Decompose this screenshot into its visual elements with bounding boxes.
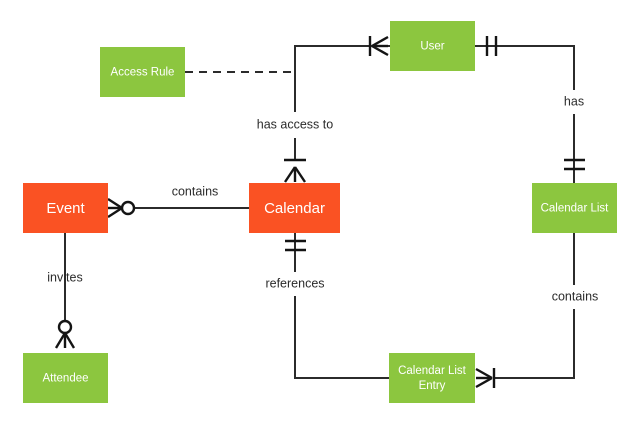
entity-calendar-list[interactable]: Calendar List	[532, 183, 617, 233]
entity-access-rule-label: Access Rule	[111, 67, 175, 79]
relationship-label-invites: invites	[47, 270, 82, 284]
relationship-label-has-access-to: has access to	[257, 117, 333, 131]
entity-access-rule[interactable]: Access Rule	[100, 47, 185, 97]
edge-line-has-access-to-upper	[294, 45, 390, 112]
entity-calendar-list-entry-label-line2: Entry	[419, 380, 446, 392]
marker-zero-circle-invites	[57, 319, 73, 335]
edge-line-contains-list-lower	[495, 309, 575, 379]
entity-attendee-label: Attendee	[42, 373, 88, 385]
entity-attendee-rect[interactable]	[23, 353, 108, 403]
edge-contains-event-calendar	[107, 197, 249, 219]
entity-user-label: User	[420, 41, 444, 53]
edge-contains-list-entry	[475, 233, 575, 389]
edge-has-access-to	[284, 35, 390, 183]
entity-user[interactable]: User	[390, 21, 475, 71]
entity-calendar-list-entry-rect[interactable]	[389, 353, 475, 403]
relationship-label-contains-event-calendar: contains	[172, 184, 219, 198]
edge-references	[285, 233, 389, 379]
entity-access-rule-rect[interactable]	[100, 47, 185, 97]
entity-calendar-list-entry[interactable]: Calendar List Entry	[389, 353, 475, 403]
marker-crowsfoot-list-entry	[475, 367, 496, 389]
marker-one-and-only-one-calendarlist-has	[564, 158, 585, 171]
relationship-label-contains-list-entry: contains	[552, 289, 599, 303]
entity-event-label: Event	[46, 200, 85, 217]
marker-crowsfoot-contains	[107, 197, 123, 219]
edge-line-references-lower	[294, 296, 389, 379]
marker-crowsfoot-user-access	[368, 35, 389, 57]
entity-calendar[interactable]: Calendar	[249, 183, 340, 233]
edge-has-user-calendarlist	[475, 36, 585, 183]
entity-calendar-label: Calendar	[264, 200, 325, 217]
entity-calendar-list-rect[interactable]	[532, 183, 617, 233]
marker-one-and-only-one-user-has	[485, 36, 498, 56]
relationship-label-references: references	[265, 276, 324, 290]
entity-user-rect[interactable]	[390, 21, 475, 71]
entity-attendee[interactable]: Attendee	[23, 353, 108, 403]
edge-line-has-upper	[475, 45, 575, 90]
marker-one-and-only-one-calendar-references	[285, 239, 306, 252]
entity-calendar-list-entry-label-line1: Calendar List	[398, 365, 467, 377]
entity-event-rect[interactable]	[23, 183, 108, 233]
marker-zero-circle-contains	[120, 200, 136, 216]
entity-calendar-rect[interactable]	[249, 183, 340, 233]
marker-one-and-crowsfoot-calendar-access	[284, 158, 306, 183]
relationship-label-has: has	[564, 94, 584, 108]
entity-calendar-list-label: Calendar List	[541, 203, 610, 215]
marker-crowsfoot-invites	[54, 332, 76, 349]
edge-invites-event-attendee	[54, 233, 76, 349]
entity-event[interactable]: Event	[23, 183, 108, 233]
